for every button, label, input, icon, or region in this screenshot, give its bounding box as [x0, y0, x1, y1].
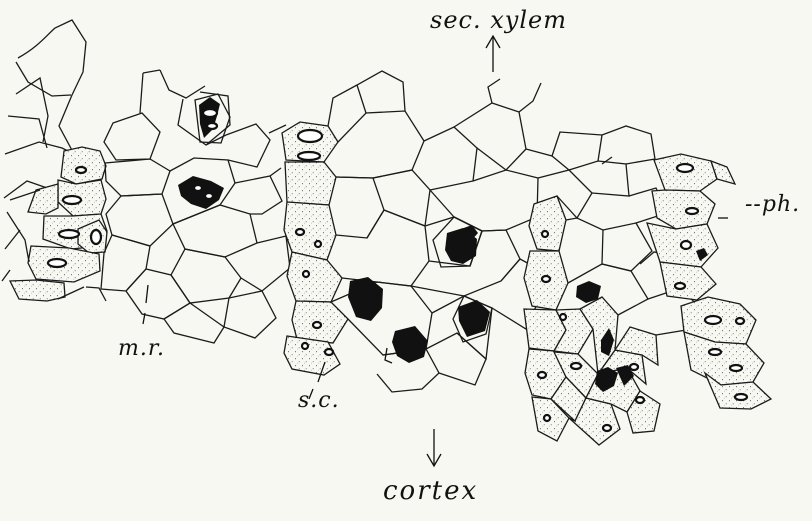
- central-parenchyma-cells: [328, 71, 541, 392]
- phloem-label: --ph.: [745, 194, 800, 216]
- center-sieve-cell-strand: [282, 122, 348, 375]
- secondary-xylem-label: sec. xylem: [430, 8, 567, 32]
- upper-secretory-cells: [178, 94, 230, 209]
- medullary-ray-label: m.r.: [118, 338, 165, 360]
- sieve-cells-label: s.c.: [298, 390, 340, 412]
- right-sieve-cell-cluster: [524, 196, 660, 445]
- cortex-label: cortex: [383, 478, 478, 504]
- left-stippled-cell-column: [10, 147, 107, 301]
